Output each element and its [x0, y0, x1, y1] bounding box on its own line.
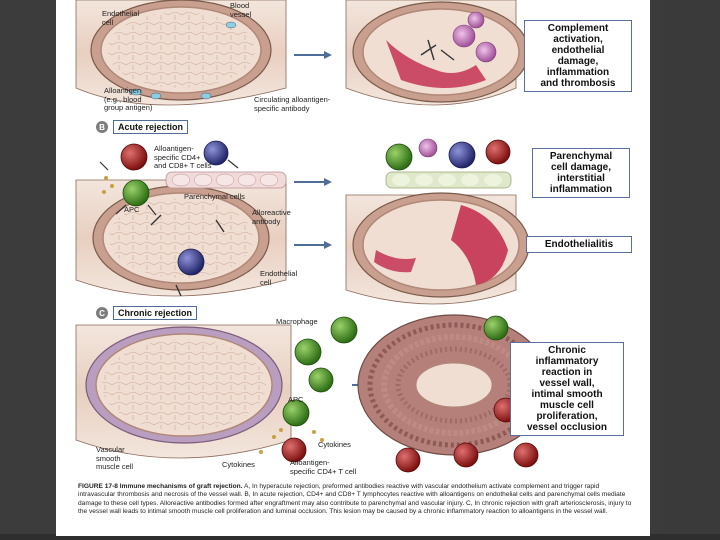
- macrophage-c-2: [294, 338, 322, 366]
- panel-c-vessel-left: [75, 324, 292, 459]
- label-macrophage: Macrophage: [276, 317, 318, 326]
- panel-b-result-bottom-box: Endothelialitis: [526, 236, 632, 253]
- right-margin: [665, 0, 720, 540]
- left-margin: [0, 0, 55, 540]
- panel-a-result-box: Complement activation, endothelial damag…: [524, 20, 632, 92]
- panel-b-vessel-right: [345, 192, 530, 305]
- label-alloantigen-a: Alloantigen (e.g., blood group antigen): [104, 86, 153, 112]
- macrophage-c-1: [330, 316, 358, 344]
- panel-c-title: Chronic rejection: [113, 306, 198, 320]
- bottom-bar: [0, 534, 720, 540]
- label-alloreactive-antibody: Alloreactive antibody: [252, 208, 291, 226]
- label-apc-c: APC: [288, 395, 304, 404]
- panel-c-letter: C: [96, 307, 108, 319]
- t-cell-blue-b: [203, 140, 229, 166]
- panel-b-title: Acute rejection: [113, 120, 189, 134]
- label-cytokines-2: Cytokines: [222, 460, 255, 469]
- apc-c: [282, 399, 310, 427]
- panel-b-letter: B: [96, 121, 108, 133]
- label-cytokines-1: Cytokines: [318, 440, 351, 449]
- panel-a-arrow: [294, 51, 332, 59]
- figure-page: Endothelial cell Blood vessel Alloantige…: [56, 0, 650, 536]
- t-cell-red-c: [281, 437, 307, 463]
- panel-a-vessel-right: [345, 0, 530, 106]
- label-cd-t-cells: Alloantigen- specific CD4+ and CD8+ T ce…: [154, 144, 212, 170]
- panel-b-result-top-box: Parenchymal cell damage, interstitial in…: [532, 148, 630, 198]
- panel-b-arrows: [294, 178, 332, 249]
- label-vascular-smc: Vascular smooth muscle cell: [96, 445, 134, 471]
- label-endothelial-cell-a: Endothelial cell: [102, 9, 140, 27]
- panel-c-result-box: Chronic inflammatory reaction in vessel …: [510, 342, 624, 436]
- panel-b-parenchymal-row: [165, 171, 287, 189]
- panel-b-vessel-left: [75, 179, 287, 297]
- caption-text: A, In hyperacute rejection, preformed an…: [78, 483, 632, 515]
- figure-artwork: [75, 0, 551, 473]
- label-circulating-antibody-a: Circulating alloantigen- specific antibo…: [254, 95, 331, 113]
- panel-c-header: C Chronic rejection: [96, 306, 198, 320]
- figure-caption: FIGURE 17-8 Immune mechanisms of graft r…: [78, 483, 638, 516]
- t-cell-red-b: [120, 143, 148, 171]
- panel-b-right-top: [385, 138, 512, 189]
- panel-b-header: B Acute rejection: [96, 120, 189, 134]
- macrophage-c-3: [308, 367, 334, 393]
- panel-a-vessel-left: [75, 0, 287, 106]
- label-cd4-t-cell: Alloantigen- specific CD4+ T cell: [290, 458, 357, 476]
- caption-figure-label: FIGURE 17-8 Immune mechanisms of graft r…: [78, 483, 243, 490]
- apc-green-b: [122, 179, 150, 207]
- label-endothelial-cell-b: Endothelial cell: [260, 269, 298, 287]
- label-parenchymal-cells: Parenchymal cells: [184, 192, 245, 201]
- label-blood-vessel-a: Blood vessel: [230, 1, 252, 19]
- label-apc-b: APC: [124, 205, 140, 214]
